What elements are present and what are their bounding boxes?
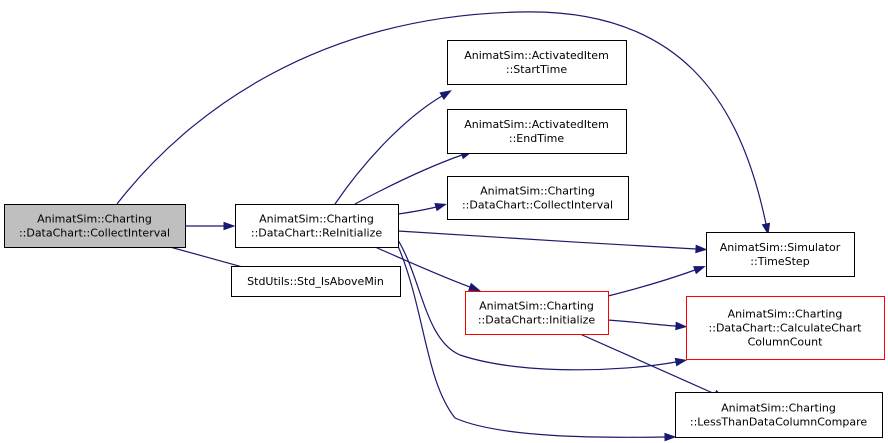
edge-reinitialize-to-calculate-chart-column-count	[397, 239, 677, 371]
edge-initialize-to-simulator-time-step	[607, 269, 696, 297]
node-label-line: ::DataChart::ReInitialize	[251, 227, 383, 240]
edge-initialize-to-less-than-data-column-compare	[579, 333, 716, 395]
node-collect-interval-root[interactable]: AnimatSim::Charting::DataChart::CollectI…	[4, 204, 186, 248]
node-label-line: AnimatSim::ActivatedItem	[464, 49, 609, 62]
node-std-is-above-min[interactable]: StdUtils::Std_IsAboveMin	[231, 266, 401, 297]
node-box	[706, 232, 855, 277]
node-less-than-data-column-compare[interactable]: AnimatSim::Charting::LessThanDataColumnC…	[675, 392, 883, 438]
arrowhead	[468, 282, 481, 291]
node-label-line: ::EndTime	[509, 132, 564, 145]
arrowhead	[761, 222, 771, 236]
node-collect-interval-getter[interactable]: AnimatSim::Charting::DataChart::CollectI…	[447, 176, 629, 220]
node-label-line: ::DataChart::CalculateChart	[709, 322, 863, 335]
arrowhead	[664, 432, 677, 442]
node-label-line: ::TimeStep	[750, 255, 809, 268]
arrowhead	[693, 266, 706, 275]
node-label-line: AnimatSim::ActivatedItem	[464, 118, 609, 131]
node-label-line: AnimatSim::Charting	[37, 213, 152, 226]
arrowhead	[675, 321, 688, 331]
arrowhead	[223, 221, 236, 231]
node-label-line: ColumnCount	[748, 336, 823, 349]
node-activated-item-start-time[interactable]: AnimatSim::ActivatedItem::StartTime	[447, 40, 627, 85]
edge-reinitialize-to-activated-item-start-time	[334, 95, 443, 205]
node-box	[4, 204, 186, 248]
node-label-line: ::LessThanDataColumnCompare	[690, 416, 868, 429]
arrowhead	[434, 202, 448, 212]
node-initialize[interactable]: AnimatSim::Charting::DataChart::Initiali…	[465, 291, 609, 335]
edges-layer	[116, 11, 771, 442]
edge-initialize-to-calculate-chart-column-count	[607, 319, 677, 327]
edge-reinitialize-to-initialize	[374, 246, 471, 288]
node-box	[447, 40, 627, 85]
node-label-line: AnimatSim::Charting	[479, 300, 594, 313]
node-label-line: StdUtils::Std_IsAboveMin	[247, 275, 384, 288]
node-label-line: AnimatSim::Charting	[480, 185, 595, 198]
node-box	[447, 176, 629, 220]
node-box	[686, 296, 885, 360]
node-label-line: AnimatSim::Charting	[259, 213, 374, 226]
node-calculate-chart-column-count[interactable]: AnimatSim::Charting::DataChart::Calculat…	[686, 296, 885, 360]
nodes-layer: AnimatSim::Charting::DataChart::CollectI…	[4, 40, 885, 438]
node-box	[231, 266, 401, 297]
node-activated-item-end-time[interactable]: AnimatSim::ActivatedItem::EndTime	[447, 109, 627, 154]
edge-collect-interval-root-to-simulator-time-step	[116, 11, 767, 225]
node-label-line: ::StartTime	[506, 63, 567, 76]
node-box	[465, 291, 609, 335]
arrowhead	[695, 244, 708, 254]
node-box	[675, 392, 883, 438]
edge-reinitialize-to-collect-interval-getter	[397, 206, 437, 215]
node-reinitialize[interactable]: AnimatSim::Charting::DataChart::ReInitia…	[235, 204, 399, 248]
arrowhead	[674, 357, 688, 367]
node-label-line: ::DataChart::Initialize	[478, 314, 596, 327]
node-box	[447, 109, 627, 154]
arrowhead	[439, 90, 452, 100]
node-label-line: AnimatSim::Charting	[728, 308, 843, 321]
edge-reinitialize-to-activated-item-end-time	[354, 154, 463, 205]
edge-reinitialize-to-simulator-time-step	[397, 230, 697, 250]
node-label-line: AnimatSim::Charting	[721, 402, 836, 415]
node-label-line: ::DataChart::CollectInterval	[462, 199, 613, 212]
node-simulator-time-step[interactable]: AnimatSim::Simulator::TimeStep	[706, 232, 855, 277]
node-box	[235, 204, 399, 248]
node-label-line: AnimatSim::Simulator	[720, 241, 841, 254]
node-label-line: ::DataChart::CollectInterval	[19, 227, 170, 240]
edge-reinitialize-to-less-than-data-column-compare	[397, 245, 666, 438]
